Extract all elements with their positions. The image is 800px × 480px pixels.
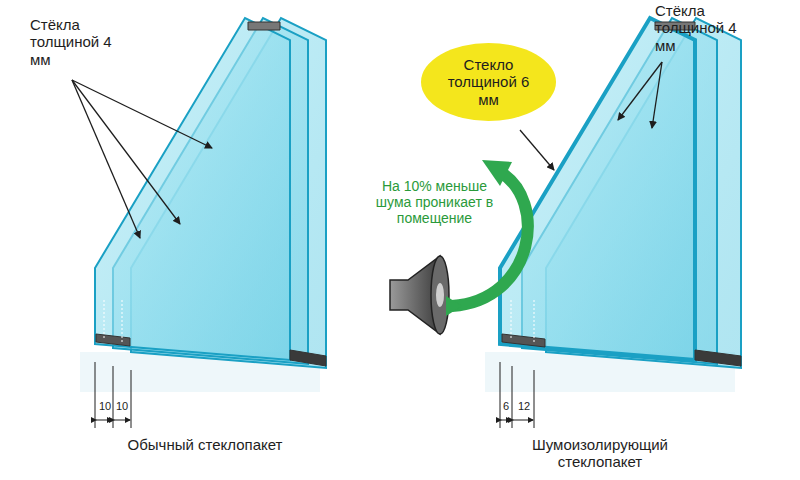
- speaker-icon: [390, 256, 449, 334]
- dimension-lines: [500, 362, 534, 428]
- dimension-value: 6: [500, 400, 512, 413]
- leader-lines: [72, 80, 212, 238]
- dimension-lines: [95, 362, 131, 428]
- dimension-value: 12: [514, 400, 534, 413]
- window-caption: Обычный стеклопакет: [120, 436, 290, 453]
- window-caption: Шумоизолирующий стеклопакет: [510, 436, 690, 471]
- glass-thickness-label: Стекло толщиной 6 мм: [443, 56, 535, 108]
- glass-thickness-label: Стёкла толщиной 4 мм: [655, 2, 750, 54]
- dimension-value: 10: [114, 400, 130, 413]
- highlight-ellipse: Стекло толщиной 6 мм: [420, 42, 557, 122]
- spacer-frame: [96, 22, 326, 366]
- dimension-value: 10: [97, 400, 113, 413]
- glass-thickness-label: Стёкла толщиной 4 мм: [30, 16, 120, 68]
- glass-pane: [95, 18, 326, 368]
- noise-note: На 10% меньше шума проникает в помещение: [372, 178, 497, 226]
